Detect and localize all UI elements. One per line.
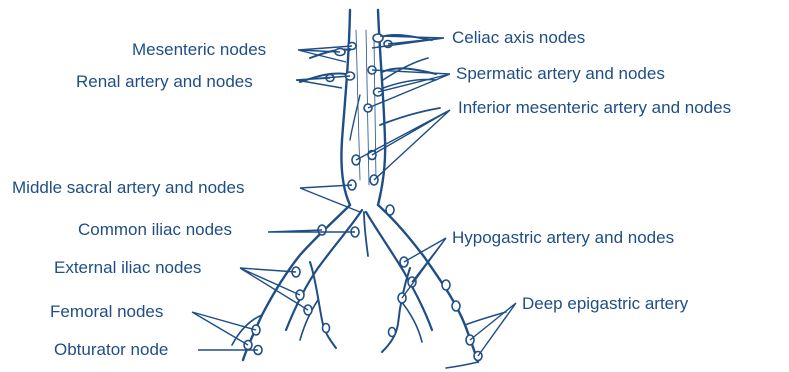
aorta-left-wall [341,10,350,205]
label-deep-epigastric-artery: Deep epigastric artery [522,294,688,314]
leader-renal [296,76,350,88]
left-common-iliac-outer [243,205,350,360]
leader-deep-epigastric [470,303,516,356]
lymph-nodes [244,34,482,361]
external-iliac-right-node-2 [452,301,460,311]
femoral-node-1 [252,325,260,335]
label-obturator-node: Obturator node [54,340,168,360]
label-hypogastric-artery-nodes: Hypogastric artery and nodes [452,228,674,248]
label-spermatic-artery-nodes: Spermatic artery and nodes [456,64,665,84]
inferior-mesenteric-branch [380,108,440,125]
right-femoral-end [446,362,478,368]
label-renal-artery-nodes: Renal artery and nodes [76,72,253,92]
celiac-node-1 [373,34,383,42]
right-hypogastric-twig [400,300,422,342]
leader-inferior-mesenteric [356,110,450,180]
leader-hypogastric [402,238,446,298]
label-external-iliac-nodes: External iliac nodes [54,258,201,278]
label-celiac-axis-nodes: Celiac axis nodes [452,28,585,48]
pelvic-node-2 [389,328,396,337]
common-iliac-node-3 [386,205,394,215]
pelvic-node-1 [323,324,330,333]
right-hypogastric [382,268,410,352]
left-hypogastric [310,262,336,348]
label-femoral-nodes: Femoral nodes [50,302,163,322]
label-inferior-mesenteric-artery-nodes: Inferior mesenteric artery and nodes [458,98,731,118]
right-deep-epigastric [465,312,506,325]
external-iliac-right-node-1 [442,280,450,290]
leader-common-iliac [268,230,355,232]
label-mesenteric-nodes: Mesenteric nodes [132,40,266,60]
label-common-iliac-nodes: Common iliac nodes [78,220,232,240]
label-middle-sacral-artery-nodes: Middle sacral artery and nodes [12,178,244,198]
middle-sacral [364,212,368,256]
